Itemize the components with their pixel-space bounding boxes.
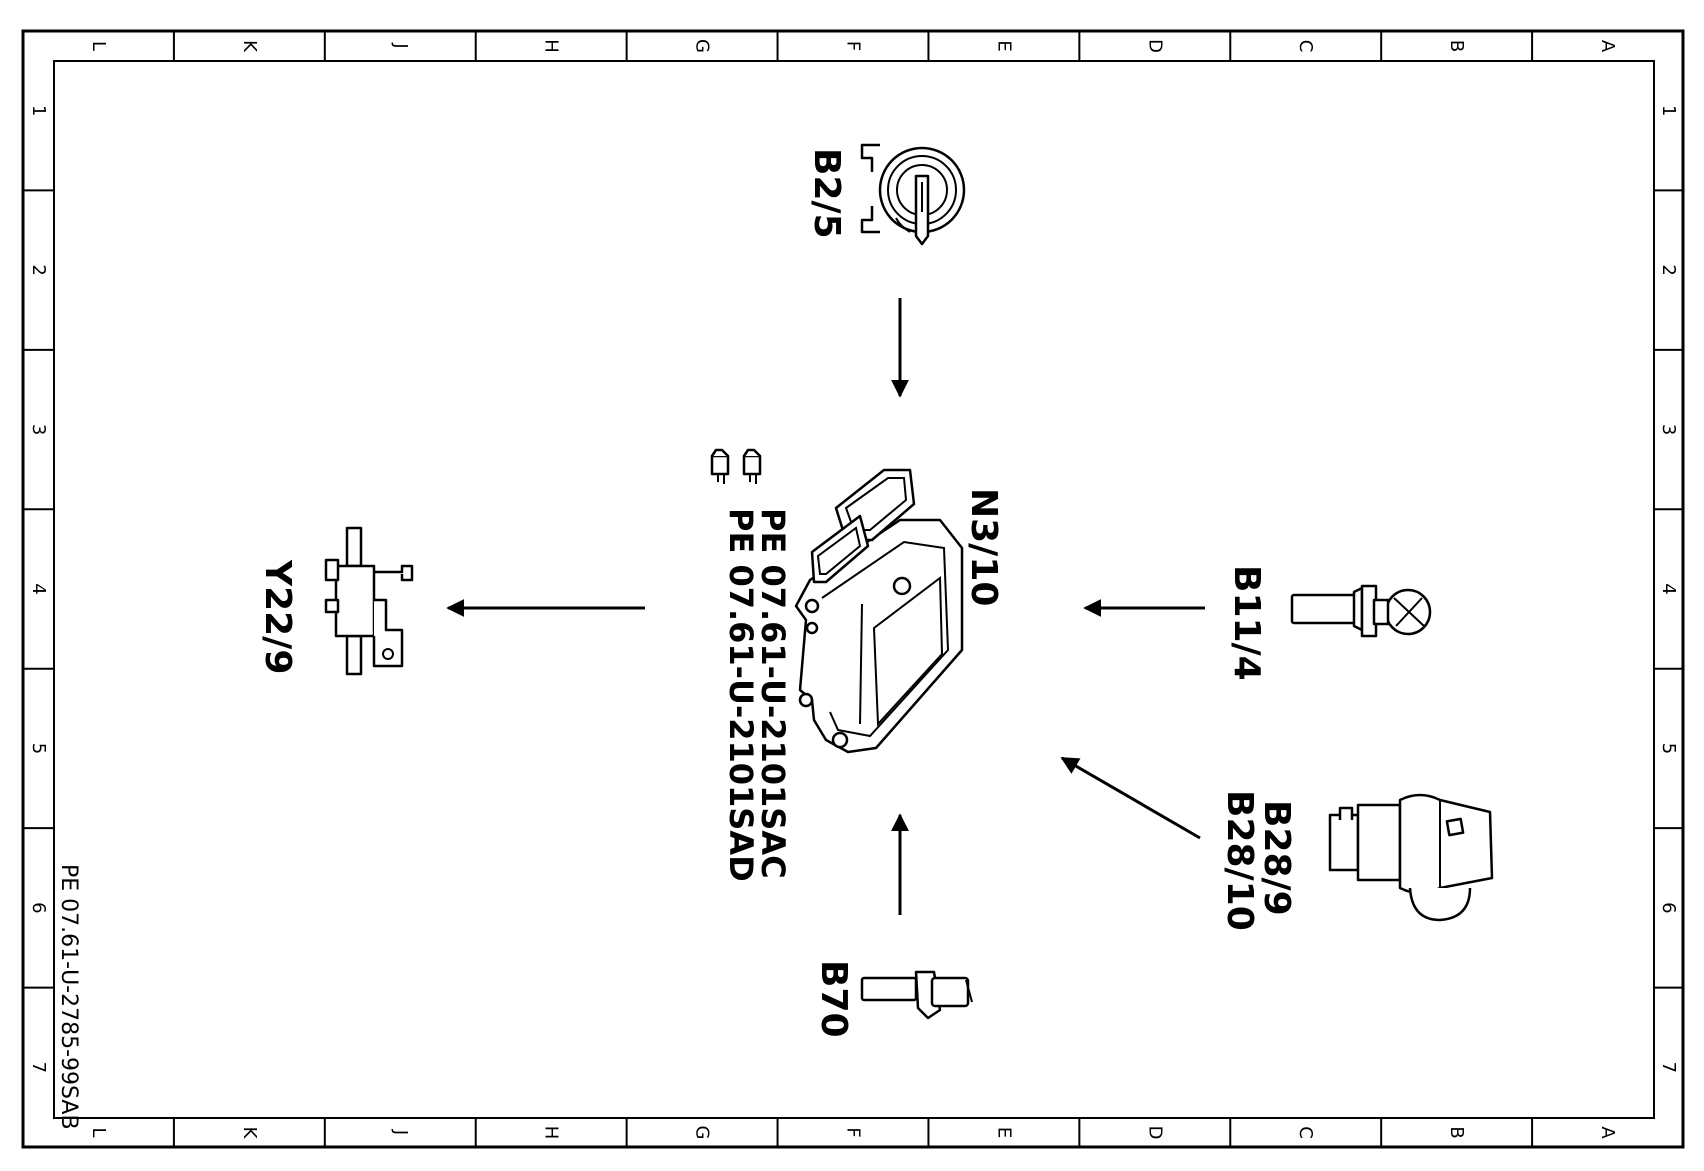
reference-note-2-text: PE 07.61-U-2101SAD — [722, 508, 760, 882]
b70-sensor-icon — [860, 970, 973, 1020]
column-label: F — [843, 41, 864, 51]
row-label: 7 — [1658, 1062, 1679, 1073]
row-label: 5 — [28, 743, 49, 754]
column-label: K — [239, 40, 260, 53]
n3-10-control-unit-icon — [794, 468, 964, 754]
b2-5-sensor-icon — [860, 143, 966, 246]
component-b2-5[interactable]: B2/5 — [806, 143, 966, 246]
pointing-hand-icon — [710, 448, 730, 484]
column-label: B — [1446, 1126, 1467, 1138]
row-label: 5 — [1658, 743, 1679, 754]
arrow-b28-to-n3-10 — [1060, 756, 1201, 840]
y22-9-valve-icon — [324, 526, 414, 676]
b11-4-label: B11/4 — [1226, 565, 1267, 681]
row-label: 6 — [1658, 902, 1679, 913]
reference-note-2[interactable]: PE 07.61-U-2101SAD — [710, 448, 760, 882]
column-label: G — [692, 39, 713, 53]
row-label: 6 — [28, 902, 49, 913]
column-label: H — [541, 1126, 562, 1140]
column-label: A — [1597, 40, 1618, 53]
outer-frame — [21, 29, 1685, 1149]
row-label: 2 — [1658, 264, 1679, 275]
n3-10-label: N3/10 — [963, 488, 1004, 606]
b70-label: B70 — [813, 960, 854, 1038]
b11-4-sensor-icon — [1290, 584, 1432, 638]
component-y22-9[interactable]: Y22/9 — [257, 526, 414, 676]
row-label: 4 — [28, 583, 49, 594]
component-b11-4[interactable]: B11/4 — [1226, 565, 1432, 681]
row-label: 7 — [28, 1062, 49, 1073]
reference-note-1[interactable]: PE 07.61-U-2101SAC — [742, 448, 792, 879]
document-id: PE 07.61-U-2785-99SAB — [56, 864, 81, 1130]
row-label: 4 — [1658, 583, 1679, 594]
column-label: K — [239, 1127, 260, 1140]
reference-notes: PE 07.61-U-2101SAC PE 07.61-U-2101SAD — [710, 448, 792, 882]
column-label: C — [1295, 40, 1316, 53]
b28-9-label: B28/9 — [1256, 800, 1297, 916]
b28-10-label: B28/10 — [1219, 790, 1260, 931]
component-b28-9-b28-10[interactable]: B28/9 B28/10 — [1219, 790, 1494, 931]
inner-frame — [53, 60, 1655, 1119]
column-label: D — [1144, 39, 1165, 53]
b28-sensor-icon — [1328, 793, 1494, 922]
pointing-hand-icon — [742, 448, 762, 484]
column-label: B — [1446, 40, 1467, 52]
component-n3-10[interactable]: N3/10 — [794, 468, 1004, 754]
column-label: J — [390, 1129, 411, 1135]
row-label: 2 — [28, 264, 49, 275]
column-label: G — [692, 1126, 713, 1140]
row-label: 3 — [1658, 424, 1679, 435]
y22-9-label: Y22/9 — [257, 559, 298, 674]
column-label: F — [843, 1127, 864, 1137]
column-label: L — [88, 41, 109, 51]
row-labels-right: 1 2 3 4 5 6 7 — [1658, 105, 1679, 1073]
row-label: 3 — [28, 424, 49, 435]
b2-5-label: B2/5 — [806, 148, 847, 239]
row-label: 1 — [28, 105, 49, 116]
column-label: L — [88, 1127, 109, 1137]
column-label: E — [993, 1127, 1014, 1138]
column-label: C — [1295, 1126, 1316, 1139]
column-label: E — [993, 40, 1014, 51]
column-label: A — [1597, 1126, 1618, 1139]
row-label: 1 — [1658, 105, 1679, 116]
reference-note-1-text: PE 07.61-U-2101SAC — [754, 508, 792, 879]
column-label: H — [541, 39, 562, 53]
column-label: J — [390, 42, 411, 48]
row-labels-left: 1 2 3 4 5 6 7 — [28, 105, 49, 1073]
grid-ticks — [23, 31, 1683, 1147]
column-label: D — [1144, 1126, 1165, 1140]
component-b70[interactable]: B70 — [813, 960, 973, 1038]
